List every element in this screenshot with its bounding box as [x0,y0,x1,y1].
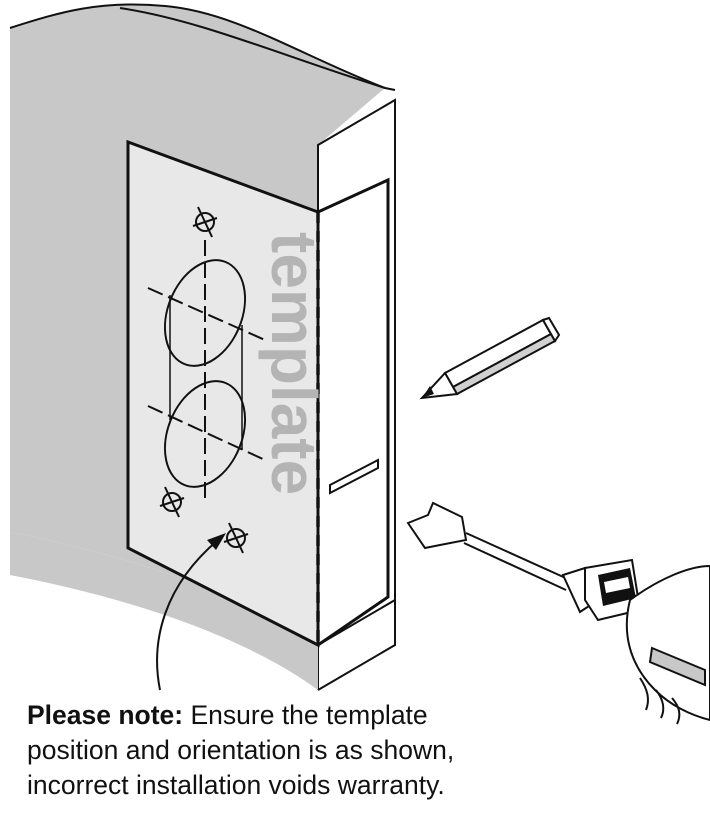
door-bottom-edge [317,600,396,691]
warning-note: Please note: Ensure the template positio… [27,698,687,803]
door-top-edge [9,3,386,89]
door-top-edge-back [119,7,396,91]
pencil-icon [419,316,561,400]
pointer-arrow [156,539,219,691]
note-line-1-text: Ensure the template [183,700,428,730]
template-edge-flap [317,177,390,647]
note-line-3: incorrect installation voids warranty. [27,770,445,800]
drill-icon [561,558,642,622]
crosshair-icon-bottom-left [159,486,185,518]
note-line-1: Please note: Ensure the template [27,698,687,733]
template-watermark: template [258,232,330,495]
crosshair-icon-top [192,206,218,238]
door-lower-face [10,532,318,690]
pointer-arrow-head [207,533,226,550]
spade-bit-icon [406,501,571,591]
note-label: Please note: [27,700,184,730]
hand-icon [625,564,710,725]
crosshair-icon-bottom-right [223,522,249,554]
latch-slot [329,458,379,495]
note-line-2: position and orientation is as shown, [27,735,455,765]
